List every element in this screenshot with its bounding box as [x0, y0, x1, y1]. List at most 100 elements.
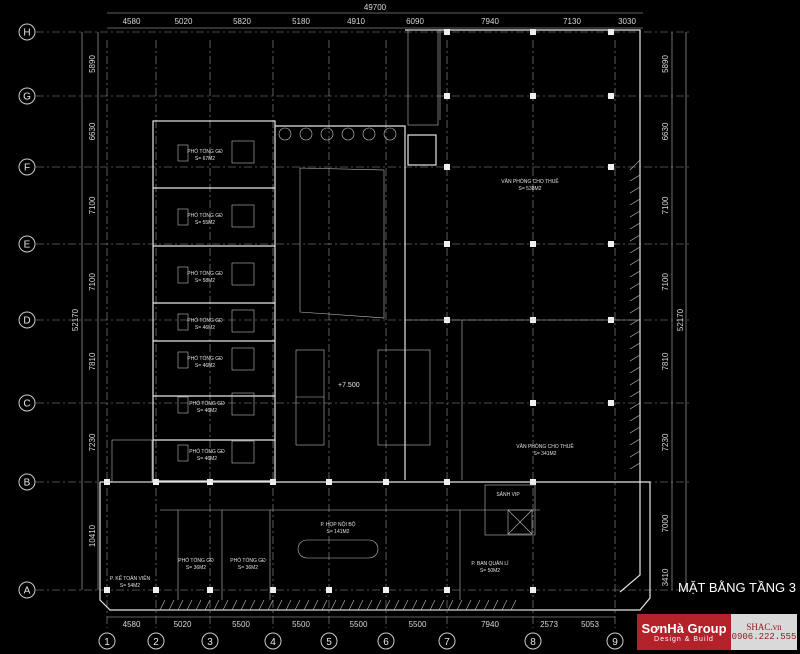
right-dimension: 7100 — [661, 196, 670, 214]
room-label: P. HỌP NỘI BỘS= 141M2 — [320, 521, 355, 535]
structural-column — [608, 29, 614, 35]
structural-column — [530, 93, 536, 99]
bottom-dimension: 5500 — [292, 620, 310, 629]
room-area: S= 50M2 — [480, 568, 500, 574]
ramp-hatch — [258, 599, 265, 611]
ramp-hatch — [629, 246, 641, 254]
desk-icon — [177, 396, 189, 414]
row-axis-label: B — [24, 478, 31, 489]
planter-icon — [278, 127, 292, 141]
room-label: PHÓ TỔNG GĐS= 46M2 — [189, 400, 225, 414]
axis-bubble — [606, 632, 624, 650]
col-axis-label: 3 — [207, 637, 213, 648]
ramp-hatch — [213, 599, 220, 611]
ramp-hatch — [303, 599, 310, 611]
room-name: PHÓ TỔNG GĐ — [230, 557, 266, 564]
room-name: PHÓ TỔNG GĐ — [189, 448, 225, 455]
room-area: S= 67M2 — [195, 156, 215, 162]
sofa-set-icon — [231, 347, 255, 371]
ramp-hatch — [629, 210, 641, 218]
col-axis-label: 8 — [530, 637, 536, 648]
room-name: VĂN PHÒNG CHO THUÊ — [516, 442, 574, 450]
ramp-hatch — [492, 599, 499, 611]
room-name: SẢNH VIP — [496, 491, 520, 498]
col-axis-label: 4 — [270, 637, 276, 648]
ramp-hatch — [629, 198, 641, 206]
right-dimension: 7000 — [661, 514, 670, 532]
ramp-hatch — [629, 378, 641, 386]
sofa-set-icon — [231, 204, 255, 228]
ramp-hatch — [474, 599, 481, 611]
room-area: S= 36M2 — [238, 565, 258, 571]
row-axis-label: A — [24, 586, 31, 597]
ramp-hatch — [629, 450, 641, 458]
ramp-hatch — [629, 342, 641, 350]
desk-icon — [177, 313, 189, 331]
ramp-hatch — [168, 599, 175, 611]
top-dimension: 6090 — [406, 17, 424, 26]
room-name: P. BAN QUẢN LÍ — [471, 560, 509, 567]
axis-bubble — [18, 473, 36, 491]
structural-column — [608, 93, 614, 99]
axis-bubble — [147, 632, 165, 650]
col-axis-label: 1 — [104, 637, 110, 648]
logo-site: SHAC.vn — [746, 622, 782, 632]
sofa-set-icon — [231, 262, 255, 286]
sofa-set-icon — [231, 140, 255, 164]
overall-width-dim: 49700 — [364, 3, 387, 12]
desk-icon — [177, 351, 189, 369]
ramp-hatch — [629, 354, 641, 362]
room-name: PHÓ TỔNG GĐ — [187, 148, 223, 155]
ramp-hatch — [447, 599, 454, 611]
room-name: PHÓ TỔNG GĐ — [178, 557, 214, 564]
sofa-set-icon — [231, 392, 255, 416]
ramp-hatch — [629, 426, 641, 434]
ramp-hatch — [375, 599, 382, 611]
room-name: PHÓ TỔNG GĐ — [187, 270, 223, 277]
row-axis-label: C — [23, 399, 30, 410]
ramp-hatch — [629, 234, 641, 242]
room-name: VĂN PHÒNG CHO THUÊ — [501, 177, 559, 185]
ramp-hatch — [195, 599, 202, 611]
planter-icon — [299, 127, 313, 141]
ramp-hatch — [456, 599, 463, 611]
overall-height-dim: 52170 — [71, 308, 80, 331]
left-dimension: 7100 — [88, 196, 97, 214]
axis-bubble — [377, 632, 395, 650]
ramp-hatch — [285, 599, 292, 611]
room-area: S= 341M2 — [534, 451, 557, 457]
room-label: PHÓ TỔNG GĐS= 67M2 — [187, 148, 223, 162]
bottom-dimension: 5053 — [581, 620, 599, 629]
ramp-hatch — [429, 599, 436, 611]
logo-phone: 0906.222.555 — [731, 632, 797, 642]
row-axis-label: H — [23, 28, 30, 39]
overall-height-dim: 52170 — [676, 308, 685, 331]
structural-column — [104, 587, 110, 593]
ramp-hatch — [177, 599, 184, 611]
top-dimension: 5020 — [175, 17, 193, 26]
ramp-hatch — [629, 174, 641, 182]
room-area: S= 36M2 — [186, 565, 206, 571]
top-dimension: 5180 — [292, 17, 310, 26]
structural-column — [608, 164, 614, 170]
ramp-hatch — [629, 402, 641, 410]
room-label: PHÓ TỔNG GĐS= 46M2 — [189, 448, 225, 462]
room-area: S= 46M2 — [197, 408, 217, 414]
ramp-hatch — [330, 599, 337, 611]
ramp-hatch — [357, 599, 364, 611]
room-label: P. BAN QUẢN LÍS= 50M2 — [471, 560, 509, 574]
ramp-hatch — [629, 306, 641, 314]
room-area: S= 46M2 — [197, 456, 217, 462]
ramp-hatch — [629, 414, 641, 422]
ramp-hatch — [629, 366, 641, 374]
structural-column — [444, 164, 450, 170]
left-dimension: 10410 — [88, 524, 97, 547]
structural-column — [530, 29, 536, 35]
right-dimension: 3410 — [661, 568, 670, 586]
ramp-hatch — [159, 599, 166, 611]
ramp-hatch — [321, 599, 328, 611]
room-name: P. HỌP NỘI BỘ — [320, 521, 355, 528]
structural-column — [444, 29, 450, 35]
structural-column — [153, 587, 159, 593]
axis-bubble — [18, 581, 36, 599]
